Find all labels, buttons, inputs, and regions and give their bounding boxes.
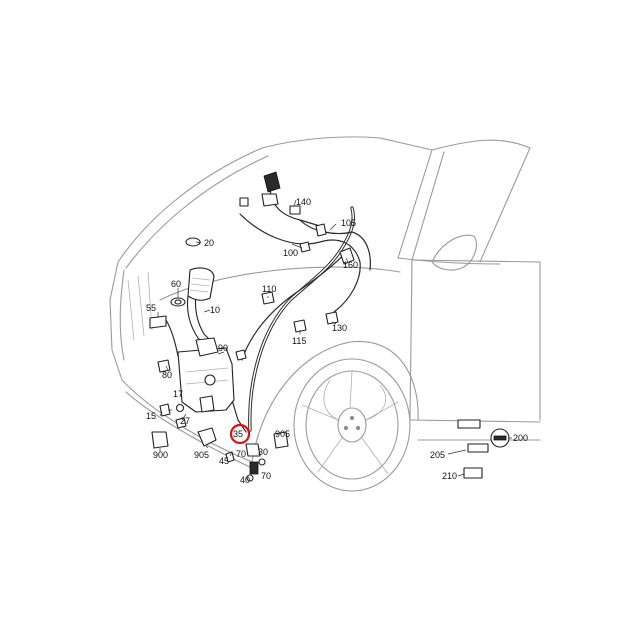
callout-27[interactable]: 27 — [180, 416, 190, 426]
callout-20[interactable]: 20 — [204, 238, 214, 248]
callout-40[interactable]: 40 — [240, 475, 250, 485]
front-wheel — [293, 358, 411, 492]
callout-130[interactable]: 130 — [332, 323, 347, 333]
nozzle-detail — [457, 419, 510, 479]
callout-160[interactable]: 160 — [343, 260, 358, 270]
callout-35[interactable]: 35 — [233, 429, 243, 439]
callout-70-upper[interactable]: 70 — [236, 449, 246, 459]
callout-15[interactable]: 15 — [146, 411, 156, 421]
callout-10[interactable]: 10 — [210, 305, 220, 315]
callout-205[interactable]: 205 — [430, 450, 445, 460]
callout-17[interactable]: 17 — [173, 389, 183, 399]
callout-905-left[interactable]: 905 — [194, 450, 209, 460]
selected-callout-highlight — [229, 423, 251, 445]
washer-reservoir-assembly — [149, 237, 289, 482]
callout-110[interactable]: 110 — [262, 284, 276, 294]
callout-labels: 20 60 55 10 90 80 17 15 27 900 905 45 35… — [146, 197, 528, 485]
callout-70-lower[interactable]: 70 — [261, 471, 271, 481]
callout-105[interactable]: 105 — [341, 218, 356, 228]
callout-90[interactable]: 90 — [218, 343, 228, 353]
callout-905-right[interactable]: 905 — [275, 429, 290, 439]
callout-115[interactable]: 115 — [292, 336, 306, 346]
callout-200[interactable]: 200 — [513, 433, 528, 443]
callout-55[interactable]: 55 — [146, 303, 156, 313]
callout-60[interactable]: 60 — [171, 279, 181, 289]
leader-lines — [157, 199, 512, 477]
callout-80[interactable]: 80 — [162, 370, 172, 380]
callout-210[interactable]: 210 — [442, 471, 457, 481]
callout-900[interactable]: 900 — [153, 450, 168, 460]
callout-45[interactable]: 45 — [219, 456, 229, 466]
callout-140[interactable]: 140 — [296, 197, 311, 207]
callout-30[interactable]: 30 — [258, 447, 268, 457]
upper-connectors — [235, 171, 355, 361]
callout-100[interactable]: 100 — [283, 248, 298, 258]
